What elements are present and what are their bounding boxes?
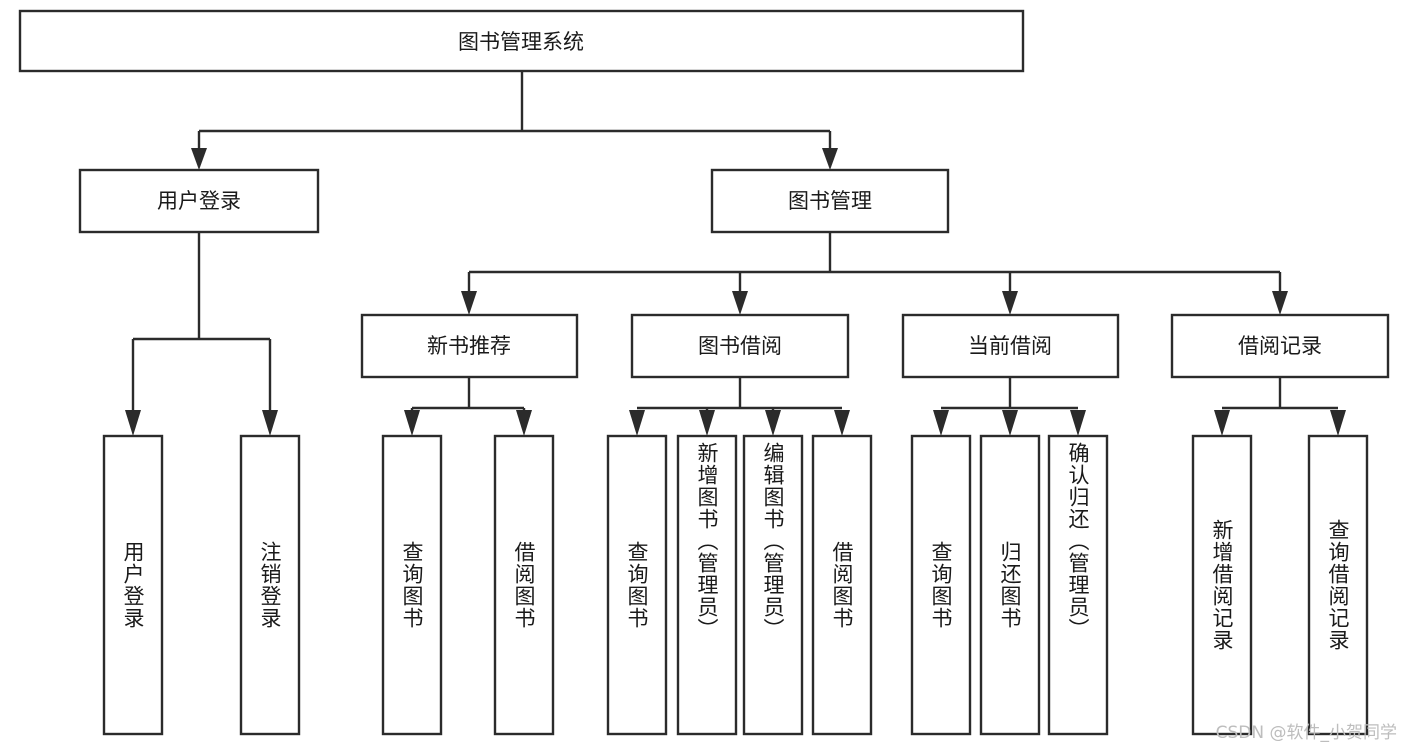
node-leaf-add-book[interactable]	[676, 434, 738, 736]
arrow-head-user-login	[191, 148, 207, 170]
node-user-login-label: 用户登录	[157, 189, 241, 213]
node-leaf-add-record[interactable]	[1191, 434, 1253, 736]
arrow-head-new-book-recommend	[461, 291, 477, 315]
node-leaf-borrow-book-1[interactable]	[493, 434, 555, 736]
node-book-manage-label: 图书管理	[788, 189, 872, 213]
node-new-book-recommend-label: 新书推荐	[427, 334, 511, 358]
node-leaf-confirm-return[interactable]	[1047, 434, 1109, 736]
arrow-head-current-borrow	[1002, 291, 1018, 315]
arrow-head-leaf-query-record	[1330, 410, 1346, 436]
node-user-login[interactable]	[78, 168, 320, 234]
node-root-label: 图书管理系统	[458, 30, 584, 54]
connector-layer	[125, 71, 1346, 436]
node-book-borrow[interactable]	[630, 313, 850, 379]
node-leaf-return-book[interactable]	[979, 434, 1041, 736]
arrow-head-leaf-query-book-1	[404, 410, 420, 436]
watermark-text: CSDN @软件_小贺同学	[1215, 723, 1397, 743]
node-root[interactable]	[18, 9, 1025, 73]
node-book-borrow-label: 图书借阅	[698, 334, 782, 358]
node-layer: 图书管理系统 用户登录 图书管理 新书推荐 图书借阅 当前借阅 借阅记录	[18, 9, 1390, 736]
arrow-head-borrow-record	[1272, 291, 1288, 315]
arrow-head-leaf-confirm-return	[1070, 410, 1086, 436]
node-leaf-user-login[interactable]	[102, 434, 164, 736]
arrow-head-leaf-edit-book	[765, 410, 781, 436]
node-borrow-record[interactable]	[1170, 313, 1390, 379]
arrow-head-leaf-query-book-3	[933, 410, 949, 436]
node-current-borrow[interactable]	[901, 313, 1120, 379]
node-leaf-borrow-book-2[interactable]	[811, 434, 873, 736]
node-leaf-logout-login[interactable]	[239, 434, 301, 736]
arrow-head-leaf-logout-login	[262, 410, 278, 436]
arrow-head-book-manage	[822, 148, 838, 170]
node-leaf-query-book-1[interactable]	[381, 434, 443, 736]
node-current-borrow-label: 当前借阅	[968, 334, 1052, 358]
arrow-head-leaf-borrow-book-1	[516, 410, 532, 436]
node-book-manage[interactable]	[710, 168, 950, 234]
node-leaf-query-book-2[interactable]	[606, 434, 668, 736]
node-leaf-query-book-3[interactable]	[910, 434, 972, 736]
node-new-book-recommend[interactable]	[360, 313, 579, 379]
arrow-head-book-borrow	[732, 291, 748, 315]
arrow-head-leaf-user-login	[125, 410, 141, 436]
node-leaf-query-record[interactable]	[1307, 434, 1369, 736]
arrow-head-leaf-borrow-book-2	[834, 410, 850, 436]
arrow-head-leaf-return-book	[1002, 410, 1018, 436]
node-borrow-record-label: 借阅记录	[1238, 334, 1322, 358]
arrow-head-leaf-query-book-2	[629, 410, 645, 436]
node-leaf-edit-book[interactable]	[742, 434, 804, 736]
arrow-head-leaf-add-record	[1214, 410, 1230, 436]
arrow-head-leaf-add-book	[699, 410, 715, 436]
